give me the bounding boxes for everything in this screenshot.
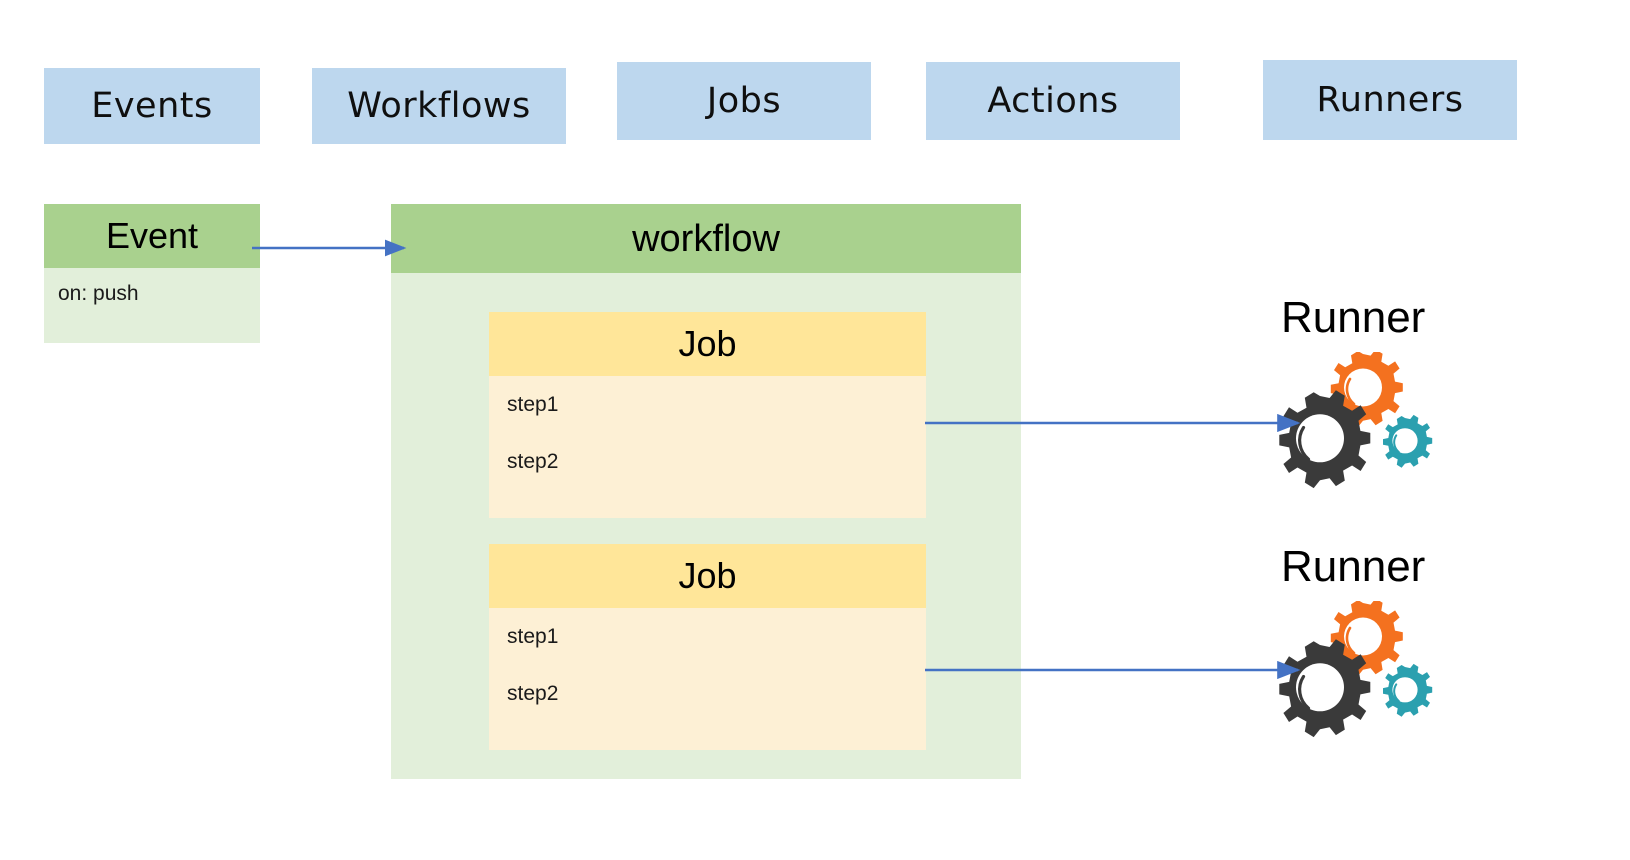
tab-workflows-label: Workflows	[347, 85, 531, 126]
job-header: Job	[489, 312, 926, 376]
gears-icon	[1265, 352, 1435, 492]
event-title: Event	[105, 215, 199, 256]
gears-icon	[1265, 601, 1435, 741]
job-header: Job	[489, 544, 926, 608]
tab-jobs-label: Jobs	[706, 80, 782, 121]
job-step: step2	[507, 450, 559, 473]
runner-label: Runner	[1281, 293, 1426, 342]
job-title: Job	[678, 323, 737, 364]
gear-orange-icon	[1330, 352, 1403, 427]
gear-orange-icon	[1330, 601, 1403, 676]
tab-workflows[interactable]: Workflows	[312, 68, 566, 144]
workflow-container: workflow Job step1 step2 Job step1 step2	[391, 204, 1021, 779]
job-step: step1	[507, 625, 559, 648]
job-steps-list: step1 step2	[489, 376, 926, 472]
gear-dark-icon	[1279, 390, 1371, 489]
tab-actions[interactable]: Actions	[926, 62, 1180, 140]
workflow-title: workflow	[632, 217, 780, 260]
job-steps-list: step1 step2	[489, 608, 926, 704]
event-card-body: on: push	[44, 268, 260, 343]
runner-group: Runner	[1265, 545, 1565, 741]
gear-dark-icon	[1279, 639, 1371, 738]
job-card: Job step1 step2	[489, 312, 926, 518]
job-step: step2	[507, 682, 559, 705]
job-card: Job step1 step2	[489, 544, 926, 750]
tab-events[interactable]: Events	[44, 68, 260, 144]
tab-runners-label: Runners	[1316, 79, 1464, 120]
job-step: step1	[507, 393, 559, 416]
event-trigger-text: on: push	[58, 282, 139, 305]
tab-actions-label: Actions	[987, 80, 1119, 121]
workflow-header: workflow	[391, 204, 1021, 273]
job-title: Job	[678, 555, 737, 596]
runner-group: Runner	[1265, 296, 1565, 492]
tab-jobs[interactable]: Jobs	[617, 62, 871, 140]
event-card-header: Event	[44, 204, 260, 268]
event-card: Event on: push	[44, 204, 260, 343]
tab-runners[interactable]: Runners	[1263, 60, 1517, 140]
runner-label: Runner	[1281, 542, 1426, 591]
gear-teal-icon	[1383, 663, 1433, 717]
gear-teal-icon	[1383, 414, 1433, 468]
tab-events-label: Events	[91, 85, 213, 126]
